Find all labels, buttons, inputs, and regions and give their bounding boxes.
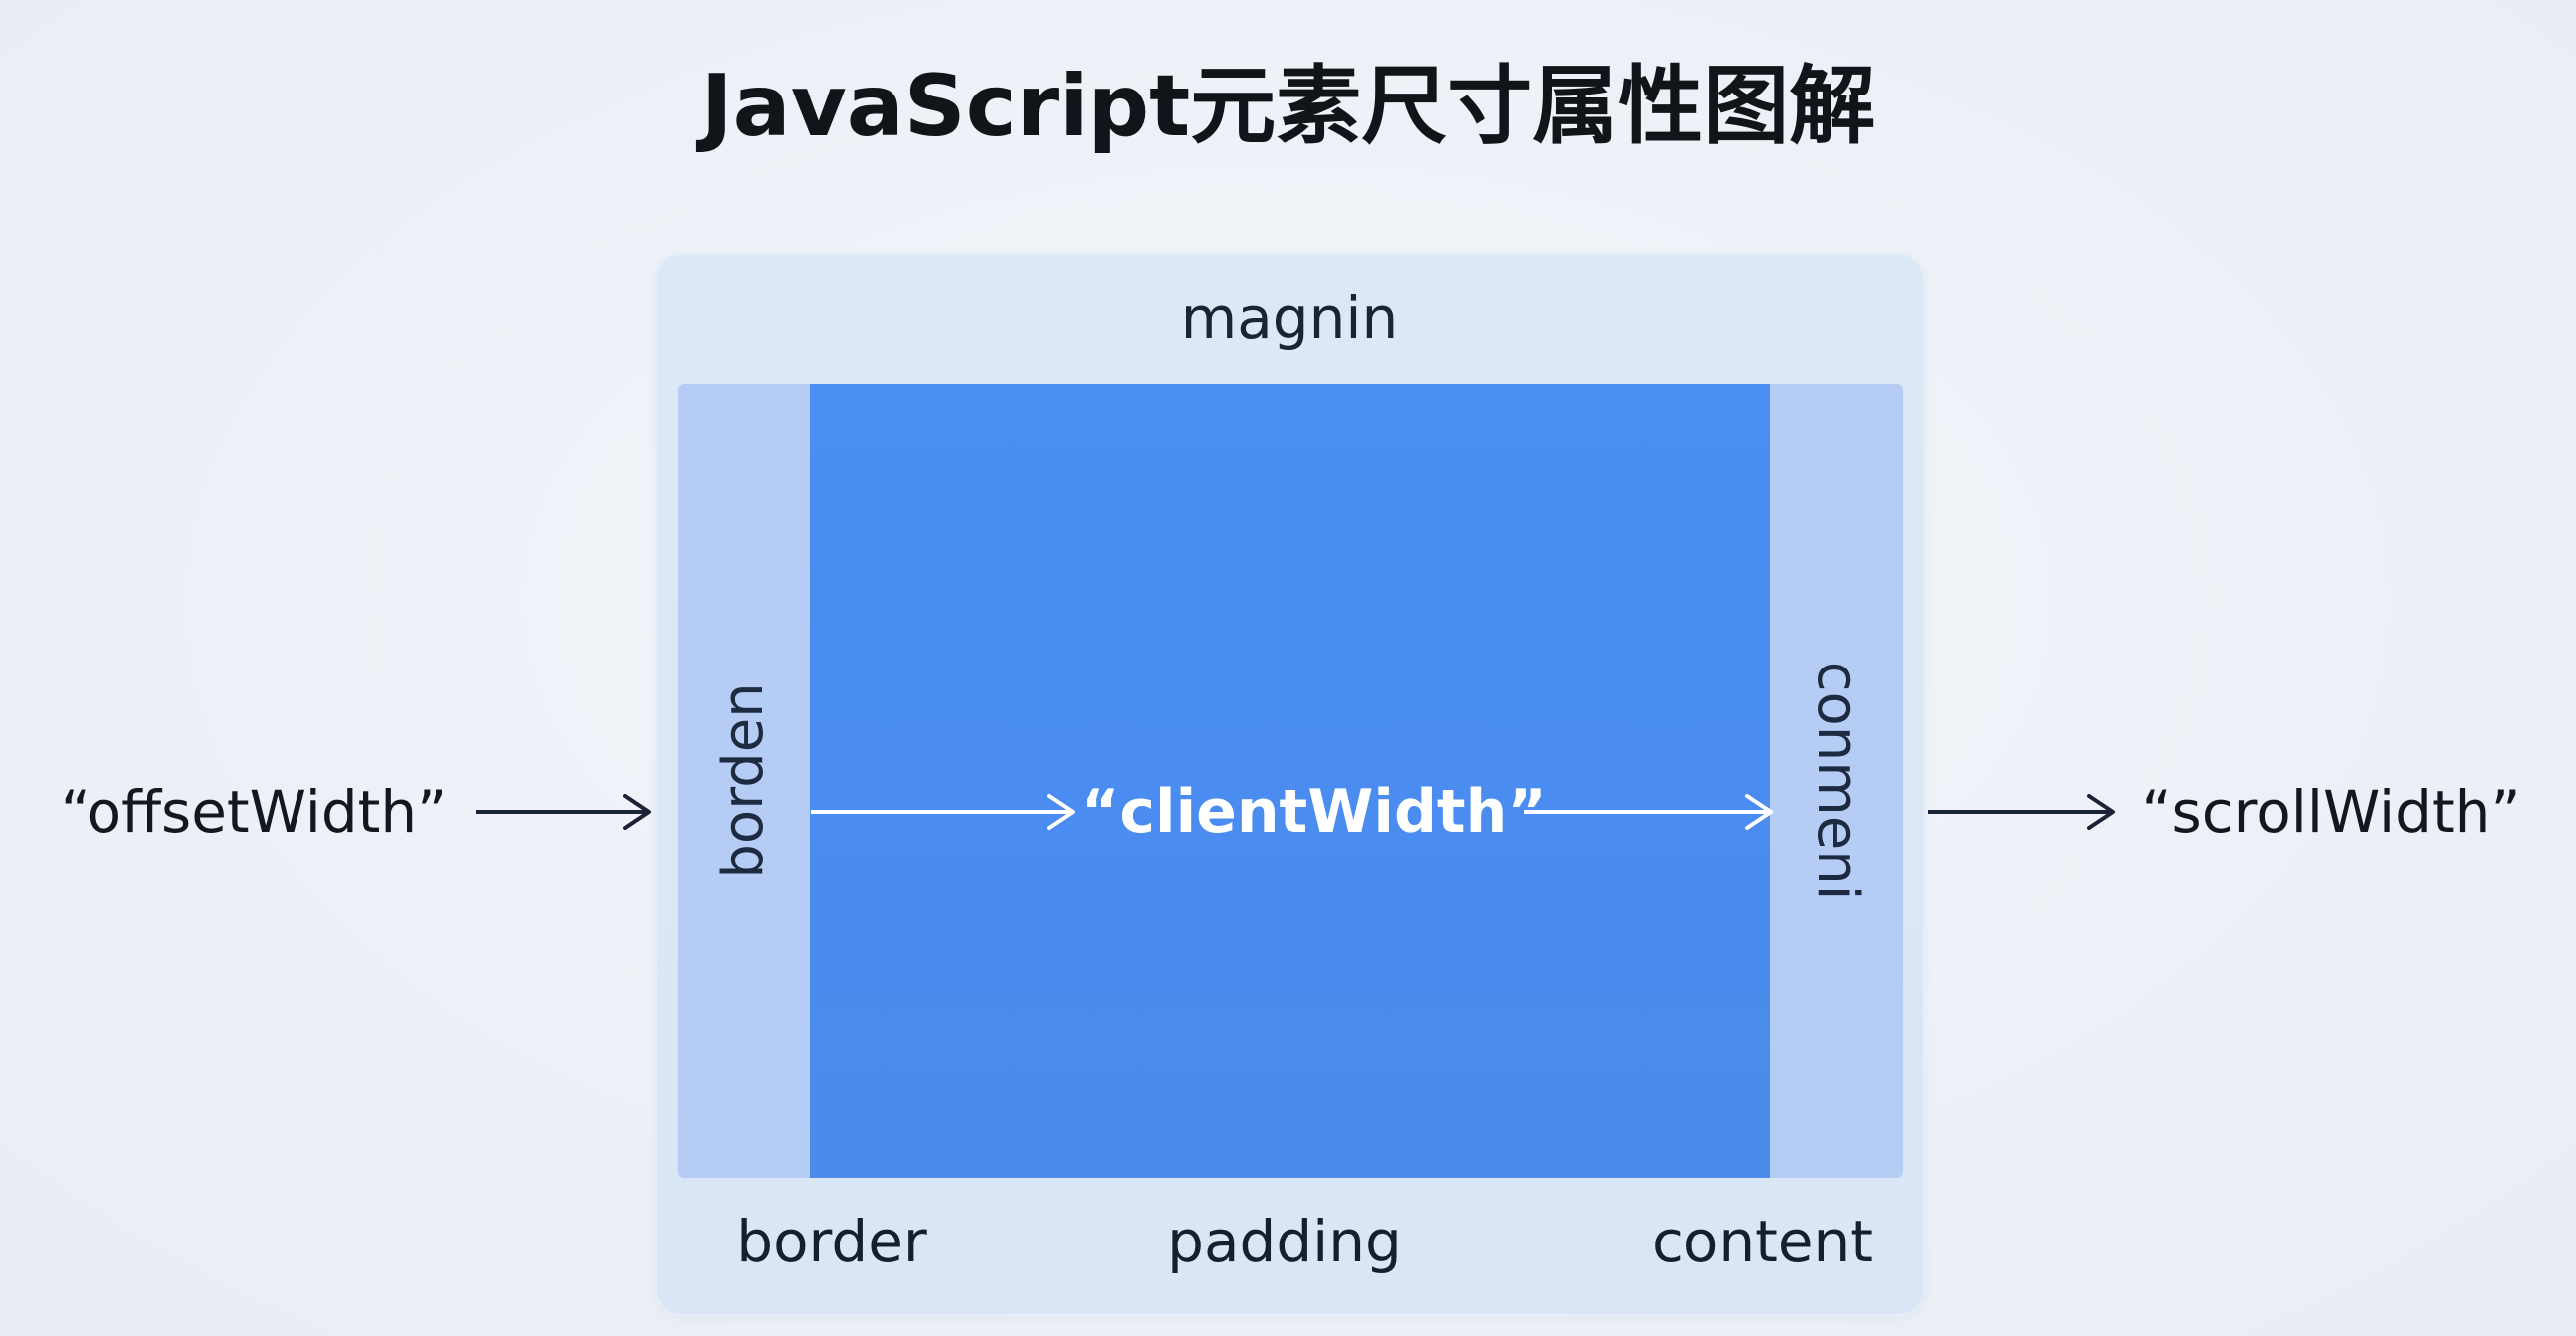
scroll-width-arrow [1928,794,2115,830]
border-column [678,384,811,1178]
content-side-label: conmeni [1805,661,1870,901]
page-title: JavaScript元素尺寸属性图解 [700,57,1876,156]
bottom-label-content: content [1651,1208,1874,1275]
client-width-label: “clientWidth” [1081,777,1547,847]
content-column [1770,384,1903,1178]
bottom-label-border: border [736,1208,927,1275]
margin-label: magnin [1180,285,1399,352]
border-side-label: borden [711,682,776,879]
padding-area [810,384,1771,1178]
offset-width-arrow [476,794,651,830]
scroll-width-label: “scrollWidth” [2141,778,2521,846]
bottom-label-padding: padding [1167,1208,1402,1275]
offset-width-label: “offsetWidth” [60,778,448,846]
